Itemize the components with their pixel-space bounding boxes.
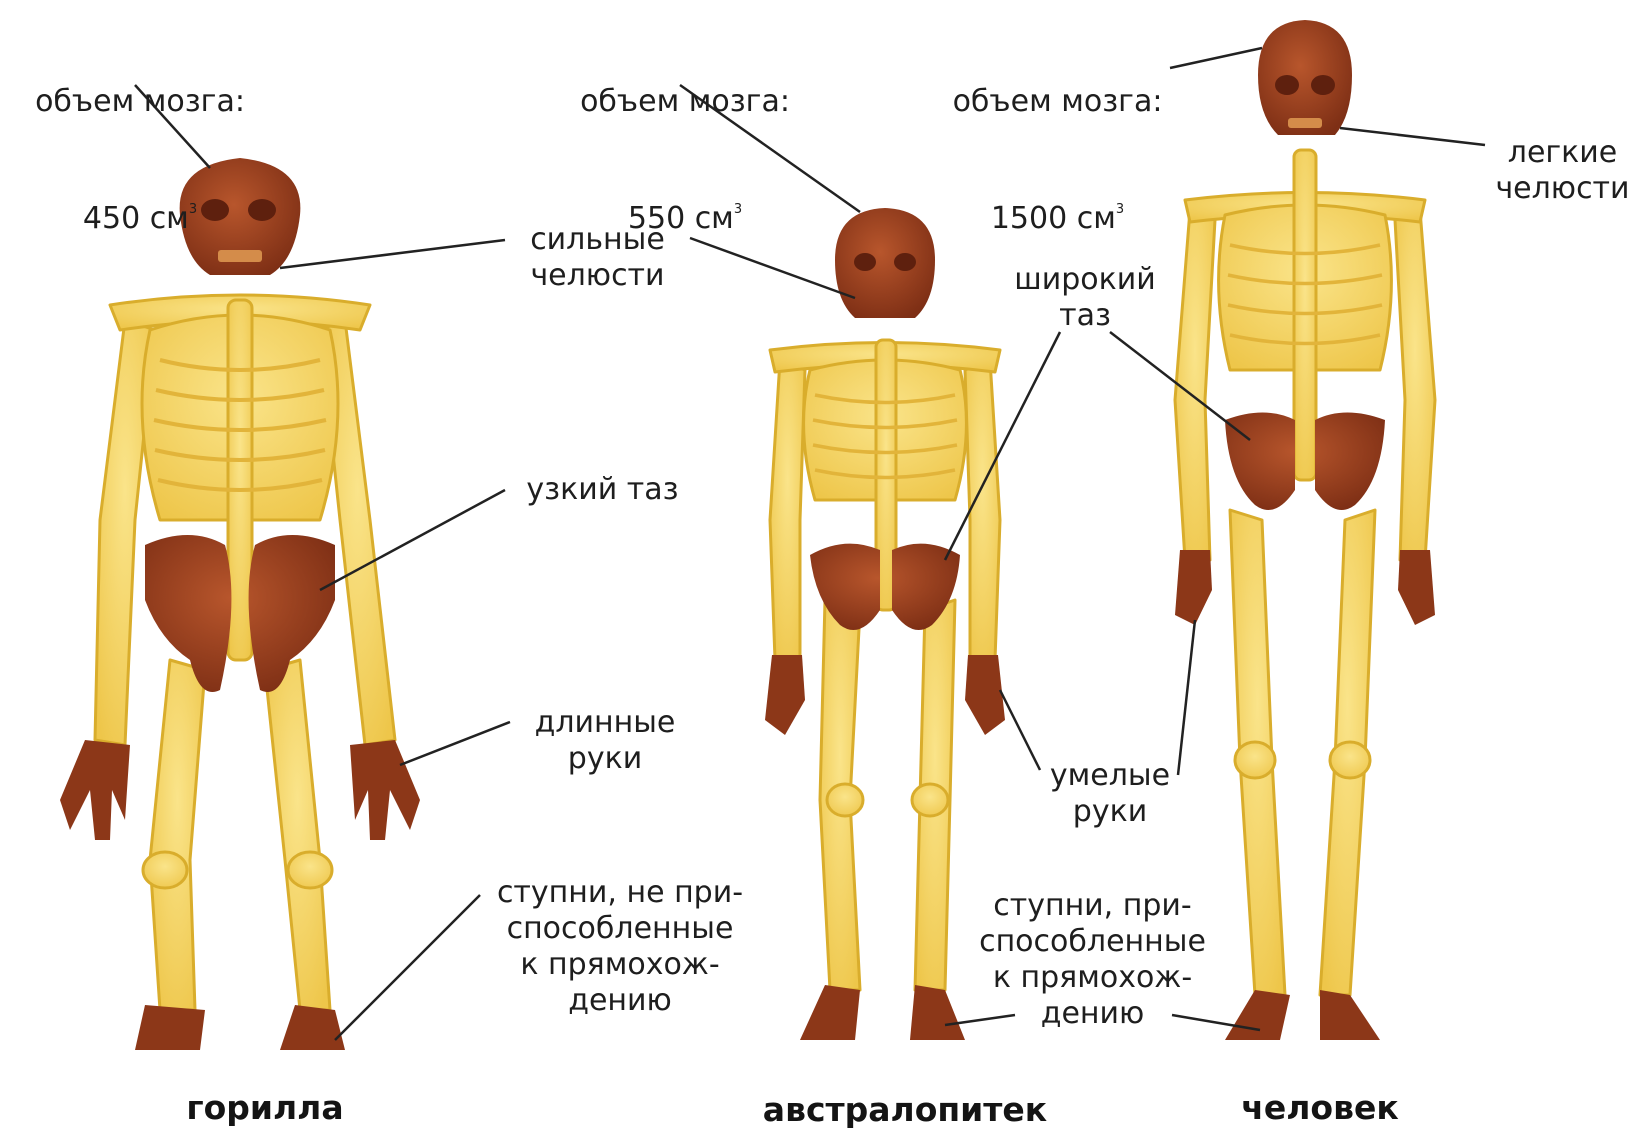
unit-superscript: 3 <box>734 202 742 217</box>
gorilla-left-foot <box>135 1005 205 1050</box>
unit-superscript: 3 <box>1116 202 1124 217</box>
label-long-arms: длинные руки <box>515 705 695 777</box>
australopithecus-left-foot <box>800 985 860 1040</box>
australopithecus-right-hand <box>965 655 1005 735</box>
brain-volume-value: 450 см <box>83 201 189 236</box>
label-wide-pelvis: широкий таз <box>1000 262 1170 334</box>
gorilla-left-hand <box>60 740 130 840</box>
human-skull <box>1258 20 1352 135</box>
unit-superscript: 3 <box>189 202 197 217</box>
gorilla-right-foot <box>280 1005 345 1050</box>
brain-volume-value: 1500 см <box>991 201 1116 236</box>
human-right-hand <box>1398 550 1435 625</box>
human-left-hand <box>1175 550 1212 625</box>
specimen-name-human: человек <box>1215 1088 1425 1127</box>
brain-volume-caption: объем мозга: <box>10 84 270 120</box>
specimen-name-gorilla: горилла <box>160 1088 370 1127</box>
australopithecus-left-hand <box>765 655 805 735</box>
brain-volume-caption: объем мозга: <box>920 84 1195 120</box>
gorilla-skeleton <box>95 295 395 1010</box>
label-feet-not-adapted: ступни, не при- способленные к прямохож-… <box>470 875 770 1019</box>
label-skilled-hands: умелые руки <box>1030 758 1190 830</box>
brain-volume-caption: объем мозга: <box>555 84 815 120</box>
label-light-jaws: легкие челюсти <box>1480 135 1645 207</box>
human-left-foot <box>1225 990 1290 1040</box>
brain-volume-gorilla: объем мозга: 450 см3 <box>10 12 270 309</box>
specimen-name-australopithecus: австралопитек <box>740 1090 1070 1129</box>
label-feet-adapted: ступни, при- способленные к прямохож- де… <box>955 888 1230 1032</box>
gorilla-right-hand <box>350 740 420 840</box>
human-skeleton <box>1175 150 1435 995</box>
label-strong-jaws: сильные челюсти <box>505 222 690 294</box>
human-right-foot <box>1320 990 1380 1040</box>
label-narrow-pelvis: узкий таз <box>505 472 700 508</box>
